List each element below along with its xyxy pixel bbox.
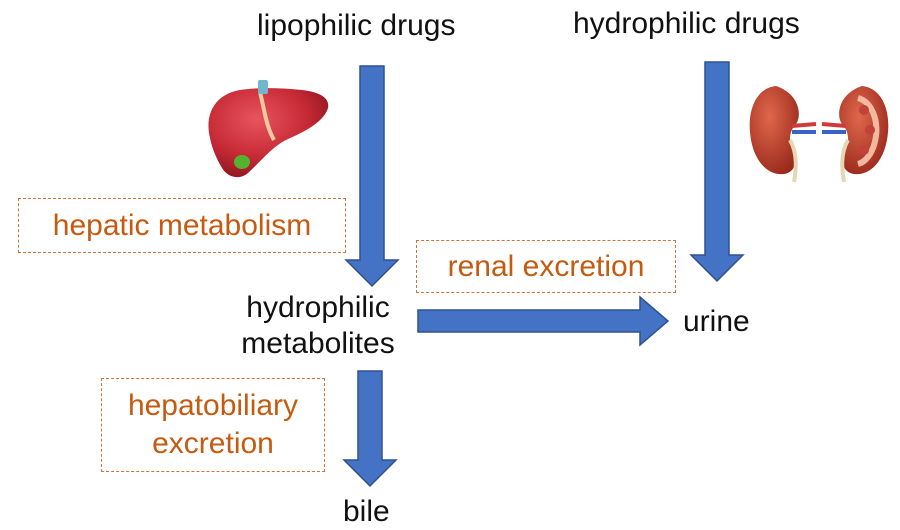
renal-excretion-box: renal excretion	[416, 240, 676, 293]
arrow-lipophilic-to-metabolites	[344, 65, 400, 288]
hepatobiliary-excretion-box: hepatobiliary excretion	[101, 378, 325, 472]
bile-label: bile	[343, 495, 390, 528]
kidneys-icon	[749, 86, 889, 183]
hydrophilic-metabolites-line1: hydrophilic	[246, 291, 390, 324]
renal-excretion-text: renal excretion	[447, 249, 645, 283]
arrow-metabolites-to-urine	[417, 295, 670, 347]
hydrophilic-metabolites-line2: metabolites	[241, 327, 395, 360]
lipophilic-drugs-label: lipophilic drugs	[257, 9, 456, 42]
hepatobiliary-excretion-line2: excretion	[152, 427, 274, 460]
hydrophilic-metabolites-label: hydrophilic metabolites	[226, 290, 410, 362]
flow-arrows	[342, 61, 745, 488]
arrow-hydrophilic-drugs-to-urine	[689, 61, 745, 283]
urine-label: urine	[683, 305, 750, 338]
hydrophilic-drugs-label: hydrophilic drugs	[573, 7, 800, 40]
hepatic-metabolism-text: hepatic metabolism	[52, 208, 312, 242]
hepatic-metabolism-box: hepatic metabolism	[18, 198, 346, 253]
liver-icon	[208, 80, 329, 178]
arrow-metabolites-to-bile	[342, 370, 398, 488]
hepatobiliary-excretion-line1: hepatobiliary	[127, 389, 299, 422]
